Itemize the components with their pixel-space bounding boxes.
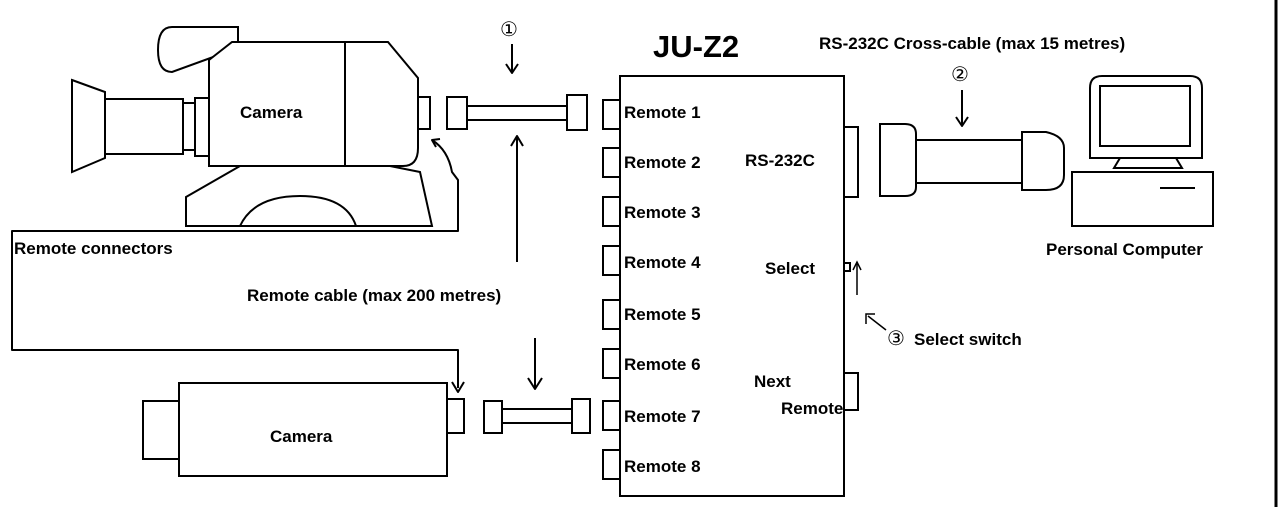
top-camera: Camera <box>71 26 434 227</box>
port-label-remote-6: Remote 6 <box>624 355 701 374</box>
port-label-remote-5: Remote 5 <box>624 305 701 324</box>
rs232c-port <box>843 126 859 198</box>
port-label-remote-1: Remote 1 <box>624 103 701 122</box>
next-remote-label-line1: Next <box>754 372 791 391</box>
next-remote-port <box>843 372 859 411</box>
select-switch-label: Select switch <box>914 330 1022 349</box>
ju-z2-unit: JU-Z2 Remote 1 Remote 2 Remote 3 Remote … <box>602 29 859 497</box>
select-switch <box>843 262 851 272</box>
marker-3: ③ <box>887 328 905 350</box>
personal-computer <box>1071 75 1214 227</box>
remote-cable-label: Remote cable (max 200 metres) <box>247 286 501 305</box>
rs232c-cross-cable <box>879 123 1065 197</box>
port-label-remote-2: Remote 2 <box>624 153 701 172</box>
select-label: Select <box>765 259 815 278</box>
port-label-remote-7: Remote 7 <box>624 407 701 426</box>
port-label-remote-3: Remote 3 <box>624 203 701 222</box>
port-label-remote-8: Remote 8 <box>624 457 701 476</box>
next-remote-label-line2: Remote <box>781 399 843 418</box>
bottom-camera: Camera <box>142 382 465 477</box>
cross-cable-label: RS-232C Cross-cable (max 15 metres) <box>819 34 1125 53</box>
device-title: JU-Z2 <box>653 29 739 64</box>
top-camera-label: Camera <box>240 103 303 122</box>
marker-2: ② <box>951 64 969 86</box>
remote-cable-bottom <box>483 398 591 434</box>
rs232c-label: RS-232C <box>745 151 815 170</box>
personal-computer-label: Personal Computer <box>1046 240 1203 259</box>
marker-1: ① <box>500 19 518 41</box>
connector-lines <box>11 44 969 393</box>
bottom-camera-label: Camera <box>270 427 333 446</box>
port-label-remote-4: Remote 4 <box>624 253 701 272</box>
remote-connectors-label: Remote connectors <box>14 239 173 258</box>
remote-cable-top <box>446 94 588 131</box>
